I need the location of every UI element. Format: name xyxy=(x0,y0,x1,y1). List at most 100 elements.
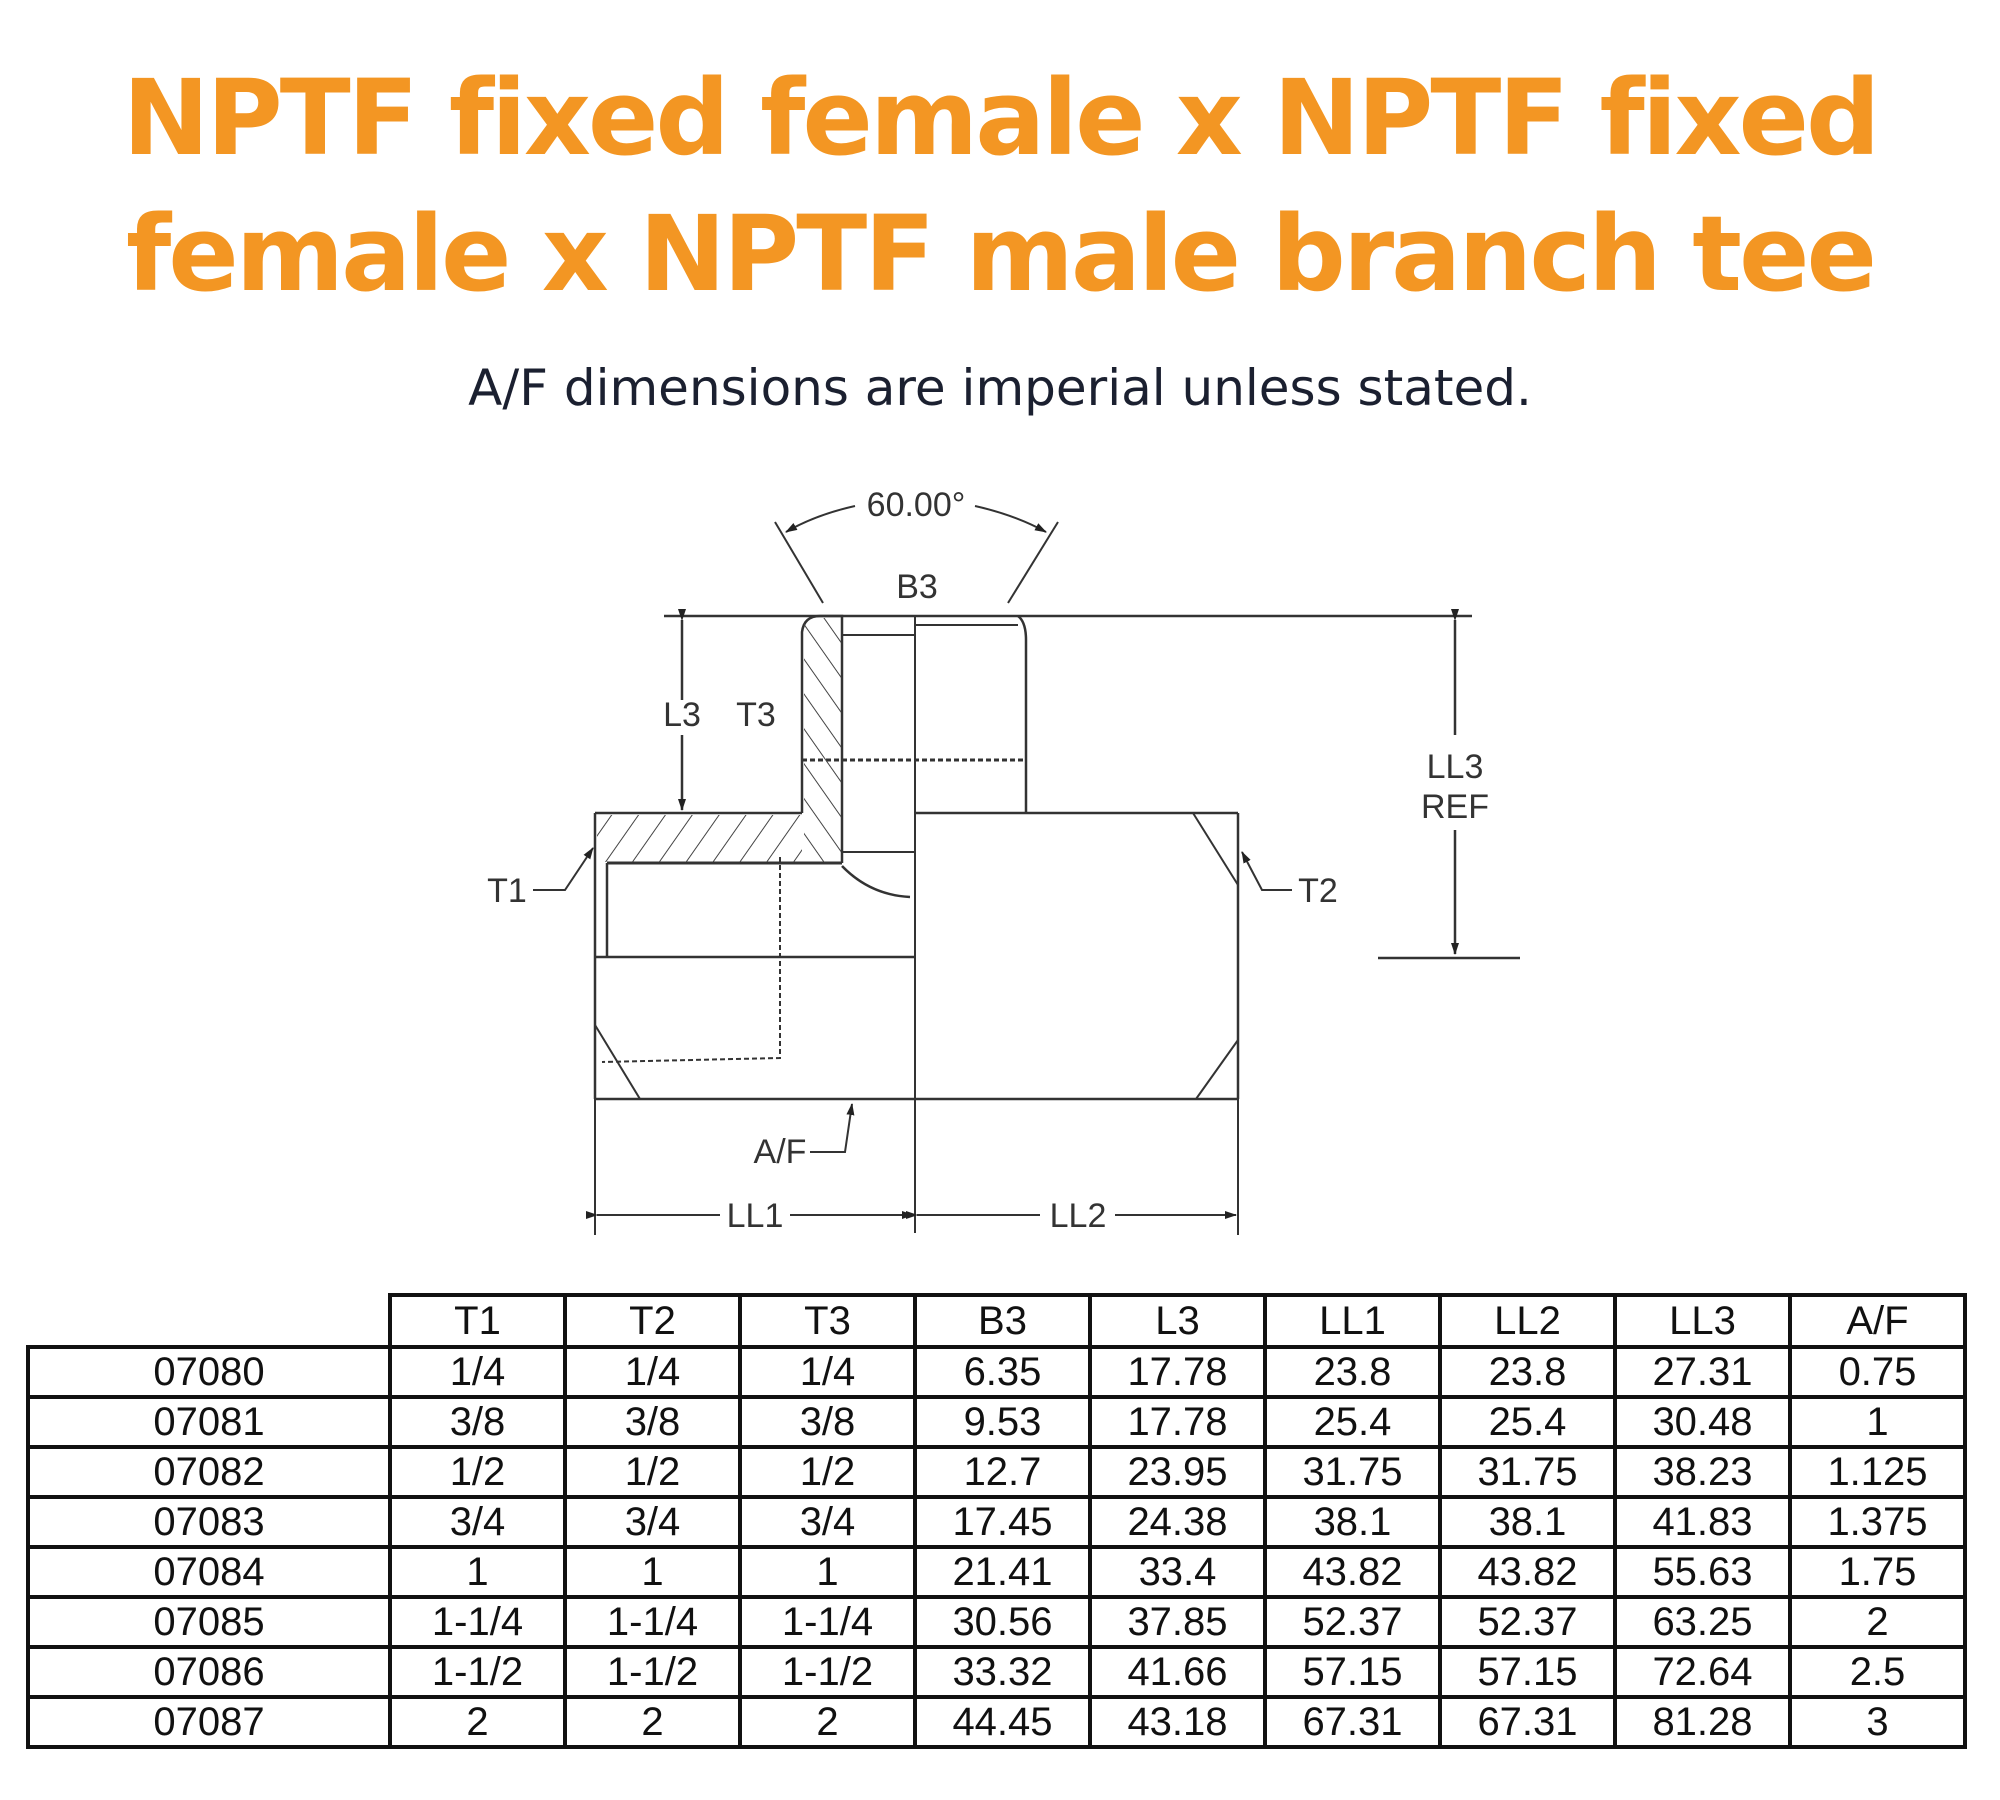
t2-label: T2 xyxy=(1298,872,1338,910)
header-cell-ll1: LL1 xyxy=(1263,1293,1442,1349)
table-cell: 43.82 xyxy=(1263,1545,1442,1599)
table-cell: 1 xyxy=(738,1545,917,1599)
part-number-cell: 07080 xyxy=(26,1345,392,1399)
table-cell: 31.75 xyxy=(1438,1445,1617,1499)
table-cell: 43.82 xyxy=(1438,1545,1617,1599)
table-cell: 21.41 xyxy=(913,1545,1092,1599)
ll3-label: LL3 xyxy=(1427,748,1484,786)
table-cell: 1 xyxy=(563,1545,742,1599)
part-number-cell: 07087 xyxy=(26,1695,392,1749)
table-cell: 9.53 xyxy=(913,1395,1092,1449)
table-cell: 25.4 xyxy=(1438,1395,1617,1449)
table-cell: 30.56 xyxy=(913,1595,1092,1649)
table-cell: 23.8 xyxy=(1438,1345,1617,1399)
title-line-2: female x NPTF male branch tee xyxy=(125,193,1877,315)
table-header-row: T1 T2 T3 B3 L3 LL1 LL2 LL3 A/F xyxy=(28,1293,1967,1349)
subtitle: A/F dimensions are imperial unless state… xyxy=(468,359,1532,417)
table-cell: 2.5 xyxy=(1788,1645,1967,1699)
table-cell: 38.1 xyxy=(1263,1495,1442,1549)
table-cell: 1/2 xyxy=(738,1445,917,1499)
header-cell-l3: L3 xyxy=(1088,1293,1267,1349)
table-cell: 3/4 xyxy=(563,1495,742,1549)
header-cell-t2: T2 xyxy=(563,1293,742,1349)
ref-label: REF xyxy=(1421,788,1489,826)
b3-label: B3 xyxy=(896,568,938,606)
table-cell: 33.4 xyxy=(1088,1545,1267,1599)
table-cell: 31.75 xyxy=(1263,1445,1442,1499)
table-cell: 3/4 xyxy=(738,1495,917,1549)
t3-label: T3 xyxy=(736,696,776,734)
header-cell-ll2: LL2 xyxy=(1438,1293,1617,1349)
header-cell-t1: T1 xyxy=(388,1293,567,1349)
table-cell: 1-1/2 xyxy=(738,1645,917,1699)
table-cell: 6.35 xyxy=(913,1345,1092,1399)
table-cell: 55.63 xyxy=(1613,1545,1792,1599)
table-cell: 44.45 xyxy=(913,1695,1092,1749)
part-number-cell: 07083 xyxy=(26,1495,392,1549)
table-cell: 1.75 xyxy=(1788,1545,1967,1599)
table-cell: 27.31 xyxy=(1613,1345,1792,1399)
header-cell-part xyxy=(28,1295,390,1349)
table-cell: 67.31 xyxy=(1438,1695,1617,1749)
part-number-cell: 07082 xyxy=(26,1445,392,1499)
table-cell: 25.4 xyxy=(1263,1395,1442,1449)
ll2-label: LL2 xyxy=(1050,1197,1107,1235)
header-cell-af: A/F xyxy=(1788,1293,1967,1349)
af-label: A/F xyxy=(754,1133,807,1171)
table-cell: 33.32 xyxy=(913,1645,1092,1699)
table-cell: 1/4 xyxy=(738,1345,917,1399)
table-cell: 2 xyxy=(738,1695,917,1749)
table-cell: 38.23 xyxy=(1613,1445,1792,1499)
table-cell: 1-1/4 xyxy=(738,1595,917,1649)
table-cell: 23.8 xyxy=(1263,1345,1442,1399)
table-cell: 2 xyxy=(1788,1595,1967,1649)
table-cell: 57.15 xyxy=(1438,1645,1617,1699)
part-number-cell: 07086 xyxy=(26,1645,392,1699)
table-cell: 1/4 xyxy=(388,1345,567,1399)
table-cell: 17.78 xyxy=(1088,1395,1267,1449)
table-cell: 1-1/2 xyxy=(563,1645,742,1699)
table-cell: 1-1/4 xyxy=(563,1595,742,1649)
table-cell: 1 xyxy=(388,1545,567,1599)
table-cell: 3/8 xyxy=(738,1395,917,1449)
technical-drawing: 60.00° B3 L3 T3 LL3 REF T1 T2 A/F LL1 LL… xyxy=(487,486,1520,1235)
table-cell: 57.15 xyxy=(1263,1645,1442,1699)
table-cell: 0.75 xyxy=(1788,1345,1967,1399)
table-cell: 30.48 xyxy=(1613,1395,1792,1449)
table-cell: 3 xyxy=(1788,1695,1967,1749)
table-cell: 41.83 xyxy=(1613,1495,1792,1549)
l3-label: L3 xyxy=(663,696,701,734)
title-line-1: NPTF fixed female x NPTF fixed xyxy=(122,57,1880,179)
header-cell-t3: T3 xyxy=(738,1293,917,1349)
table-cell: 72.64 xyxy=(1613,1645,1792,1699)
table-cell: 43.18 xyxy=(1088,1695,1267,1749)
table-cell: 17.45 xyxy=(913,1495,1092,1549)
table-cell: 3/8 xyxy=(388,1395,567,1449)
table-cell: 67.31 xyxy=(1263,1695,1442,1749)
table-cell: 81.28 xyxy=(1613,1695,1792,1749)
table-cell: 24.38 xyxy=(1088,1495,1267,1549)
table-cell: 1.375 xyxy=(1788,1495,1967,1549)
table-cell: 23.95 xyxy=(1088,1445,1267,1499)
table-cell: 3/8 xyxy=(563,1395,742,1449)
part-number-cell: 07084 xyxy=(26,1545,392,1599)
table-cell: 52.37 xyxy=(1263,1595,1442,1649)
table-cell: 12.7 xyxy=(913,1445,1092,1499)
table-cell: 1/2 xyxy=(388,1445,567,1499)
table-cell: 17.78 xyxy=(1088,1345,1267,1399)
table-cell: 41.66 xyxy=(1088,1645,1267,1699)
table-cell: 2 xyxy=(563,1695,742,1749)
part-number-cell: 07081 xyxy=(26,1395,392,1449)
table-cell: 1/4 xyxy=(563,1345,742,1399)
table-cell: 37.85 xyxy=(1088,1595,1267,1649)
table-cell: 52.37 xyxy=(1438,1595,1617,1649)
table-cell: 1.125 xyxy=(1788,1445,1967,1499)
